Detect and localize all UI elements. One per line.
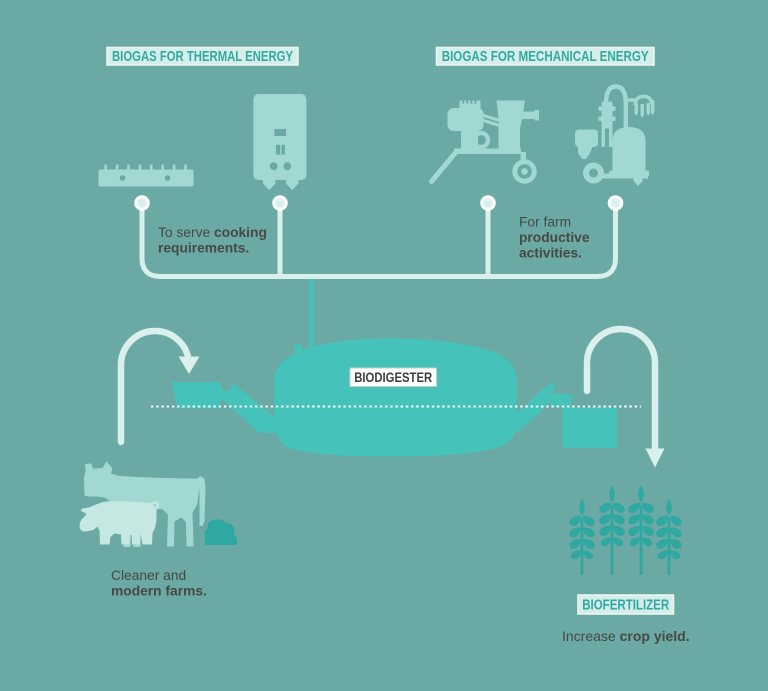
- svg-text:BIOGAS FOR THERMAL ENERGY: BIOGAS FOR THERMAL ENERGY: [112, 49, 293, 65]
- svg-text:Cleaner and: Cleaner and: [111, 568, 186, 583]
- svg-text:BIOGAS FOR MECHANICAL ENERGY: BIOGAS FOR MECHANICAL ENERGY: [442, 49, 649, 65]
- svg-text:BIOFERTILIZER: BIOFERTILIZER: [582, 598, 669, 614]
- svg-text:productive: productive: [519, 230, 590, 245]
- svg-text:BIODIGESTER: BIODIGESTER: [354, 369, 432, 385]
- svg-text:activities.: activities.: [519, 246, 582, 261]
- svg-text:For farm: For farm: [519, 215, 571, 230]
- svg-text:modern farms.: modern farms.: [111, 584, 207, 599]
- svg-text:requirements.: requirements.: [158, 241, 249, 256]
- svg-text:Increase crop yield.: Increase crop yield.: [562, 628, 690, 644]
- svg-text:To serve cooking: To serve cooking: [158, 225, 267, 240]
